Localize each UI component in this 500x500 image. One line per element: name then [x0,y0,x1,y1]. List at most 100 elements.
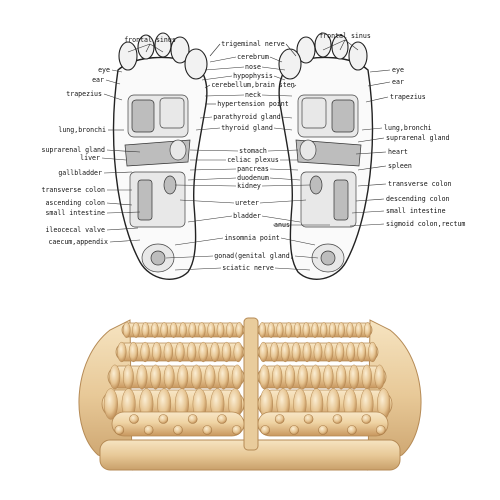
label-transverse-l: transverse colon [41,186,105,194]
roller-ridge [122,364,134,390]
roller-ridge [310,364,321,390]
leader-stomach [267,149,299,152]
roller-ridge [216,322,225,338]
label-hypertension: hypertension point [217,100,288,108]
leader-eye_r [369,69,391,73]
leader-ascending [106,202,133,206]
roller-ridge [218,364,230,390]
roller-ridge [355,322,363,338]
roller-spike [114,425,125,435]
label-caecum: caecum,appendix [48,238,108,246]
leader-frontal_sinus_r [344,39,359,51]
leader-frontal_sinus_l [127,43,151,53]
leader-hypophysis [201,75,233,81]
label-hypophysis: hypophysis [233,72,273,80]
roller-ridge [169,322,178,338]
label-frontal-sinus-l: frontal sinus [124,36,176,44]
roller-ridge [204,364,216,390]
label-trapezius-r: trapezius [390,93,426,101]
roller-ridge [163,364,175,390]
roller-ridge [346,322,354,338]
roller-ridge [177,364,189,390]
roller-ridge [198,341,208,363]
leader-nose [261,66,286,71]
roller-ridge [348,364,360,390]
roller-spike [231,425,242,435]
roller-spike [260,425,271,435]
roller-ridge [374,364,385,390]
leader-ureter [179,199,235,204]
roller-ridge [285,322,293,338]
leader-ureter [259,199,307,204]
leader-frontal_sinus_r [322,39,346,51]
roller-ridge [297,364,308,390]
roller-ridge [136,364,148,390]
leader-ear_r [367,81,391,87]
label-insomnia: insomnia point [224,234,280,242]
leader-thyroid [273,127,293,131]
leader-kidney [174,184,237,187]
roller-ridge [337,322,345,338]
roller-ridge [346,341,356,363]
leader-lung_r [361,127,383,131]
roller-ridge [280,341,290,363]
roller-spike [361,414,372,424]
label-trigeminal: trigeminal nerve [221,40,285,48]
roller-ridge [235,322,244,338]
leader-cerebellum [204,84,211,89]
label-trapezius-l: trapezius [66,90,102,98]
label-kidney: kidney [237,182,261,190]
leader-caecum [109,239,141,243]
leader-suprarenal_r [357,137,385,143]
roller-spike [347,425,357,435]
roller-ridge [258,322,266,338]
roller-ridge [151,322,159,338]
leader-sigmoid [349,223,385,227]
leader-pancreas [189,168,237,171]
roller-ridge [311,322,319,338]
leader-ear_l [105,79,121,85]
leader-insomnia [280,237,316,246]
roller-spike [303,414,314,424]
leader-cerebrum [209,56,237,63]
roller-ridge [152,341,162,363]
roller-ridge [276,322,284,338]
roller-1 [121,322,373,338]
right-foot [278,32,374,280]
roller-ridge [284,364,296,390]
leader-nose [204,66,245,71]
roller-ridge [188,322,197,338]
roller-ridge [269,341,279,363]
roller-ridge [320,322,328,338]
roller-ridge [231,364,243,390]
label-duodenum: duodenum [237,174,269,182]
roller-ridge [122,322,131,338]
label-small-int-l: small intestine [45,209,105,217]
roller-ridge [179,322,187,338]
leader-liver [101,157,127,161]
foot-reflexology-chart: frontal sinuseyeeartrapeziuslung,bronchi… [41,32,465,280]
roller-ridge [207,322,215,338]
leader-gonad [294,255,319,259]
leader-bladder [261,215,301,223]
roller-ridge [313,341,323,363]
leader-small_int_r [351,210,385,214]
leader-cerebellum [291,84,297,89]
roller-spike [375,425,386,435]
label-descending: descending colon [386,195,450,203]
roller-spike [289,425,299,435]
leader-trigeminal [285,43,297,57]
label-ascending: ascending colon [45,199,105,207]
roller-ridge [335,341,345,363]
roller-ridge [328,322,337,338]
left-foot [112,32,208,280]
label-small-int-r: small intestine [386,207,446,215]
roller-ridge [221,341,232,363]
label-parathyroid: parathyroid gland [213,113,281,121]
label-nose: nose [245,63,261,71]
label-suprarenal-r: suprarenal gland [386,134,450,142]
label-ureter: ureter [235,199,259,207]
label-cerebrum: cerebrum [237,53,269,61]
